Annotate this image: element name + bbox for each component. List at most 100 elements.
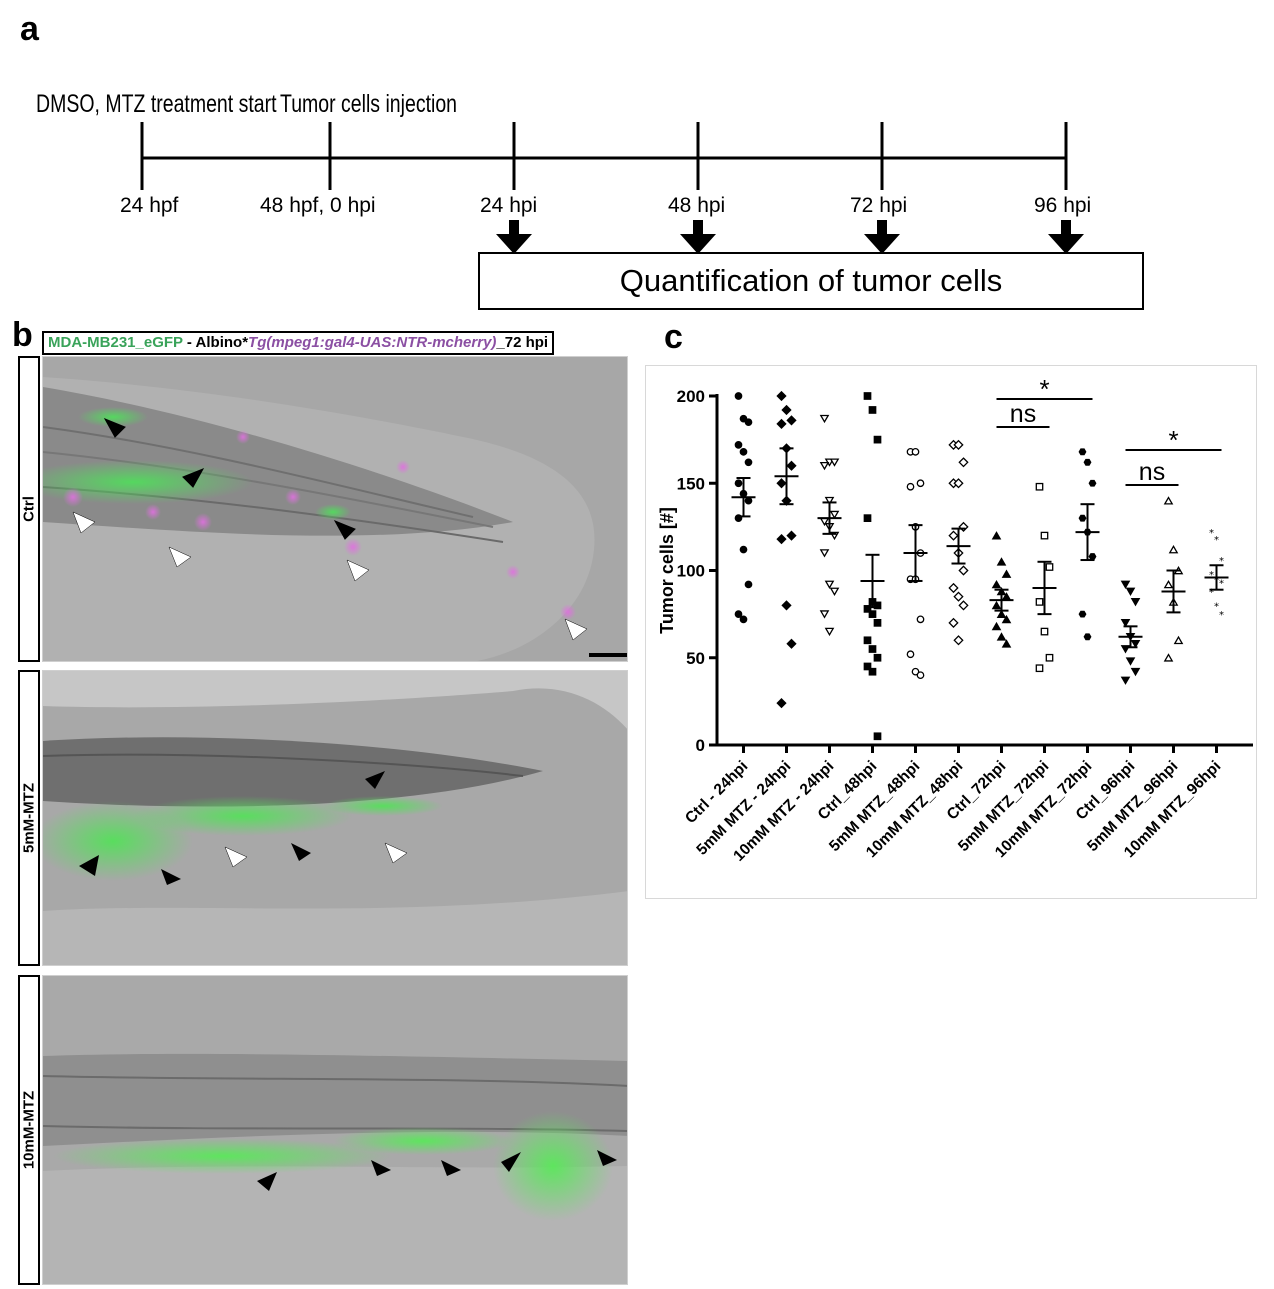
data-point — [996, 632, 1007, 641]
data-point — [786, 415, 797, 426]
data-point — [1040, 531, 1049, 540]
data-point — [916, 615, 925, 624]
data-point — [916, 671, 925, 680]
legend-transgene: Tg(mpeg1:gal4-UAS:NTR-mcherry) — [248, 334, 497, 351]
data-point — [744, 458, 753, 467]
data-point — [734, 392, 743, 400]
significance-label: ns — [1139, 458, 1165, 486]
data-point: * — [1219, 610, 1224, 621]
legend-strain: - Albino* — [182, 334, 249, 351]
data-point — [1168, 545, 1179, 554]
y-axis-label: Tumor cells [#] — [657, 507, 677, 634]
data-point — [1120, 676, 1131, 685]
time-point-5: 72 hpi — [850, 194, 908, 217]
time-point-3: 24 hpi — [480, 194, 538, 217]
data-point — [776, 533, 787, 545]
data-point — [1035, 598, 1044, 606]
data-point — [958, 521, 969, 532]
arrow-down-icon — [1048, 220, 1084, 254]
data-point: * — [1209, 528, 1214, 539]
data-point — [1163, 653, 1174, 662]
data-point — [786, 638, 797, 649]
data-point: * — [1219, 579, 1224, 590]
data-point — [916, 479, 925, 488]
data-point — [829, 510, 840, 520]
data-point — [786, 460, 797, 471]
data-point — [1040, 627, 1049, 636]
data-point — [911, 447, 920, 456]
data-point — [996, 557, 1007, 566]
data-point — [868, 645, 877, 653]
data-point — [1130, 598, 1141, 607]
timeline-label-treatment: DMSO, MTZ treatment start — [36, 90, 277, 118]
data-point — [873, 435, 882, 444]
data-point — [776, 478, 787, 489]
data-point — [734, 610, 743, 618]
data-point — [824, 627, 835, 637]
time-point-6: 96 hpi — [1034, 194, 1092, 217]
data-point — [781, 404, 792, 416]
data-point — [744, 580, 753, 589]
data-point — [863, 662, 872, 671]
data-point — [873, 732, 882, 741]
data-point — [863, 392, 872, 400]
significance-label: * — [1168, 425, 1178, 455]
data-point — [819, 461, 830, 471]
data-point — [1088, 479, 1097, 487]
y-tick-label: 50 — [686, 649, 705, 668]
arrow-down-icon — [496, 220, 532, 254]
data-point — [1163, 496, 1174, 505]
data-point — [948, 617, 959, 628]
timeline-label-injection: Tumor cells injection — [280, 90, 458, 118]
row-label-5mm-mtz: 5mM-MTZ — [18, 670, 40, 966]
panel-letter-a: a — [20, 10, 39, 48]
data-point — [868, 406, 877, 414]
y-tick-label: 150 — [677, 474, 705, 493]
row-label-ctrl: Ctrl — [18, 356, 40, 662]
data-point — [1088, 553, 1097, 560]
arrow-down-icon — [680, 220, 716, 254]
chart-frame — [645, 365, 1257, 899]
y-tick-label: 200 — [677, 387, 705, 406]
data-point — [958, 457, 969, 468]
data-point — [819, 610, 830, 619]
data-point — [1083, 633, 1092, 641]
data-point — [991, 579, 1002, 589]
data-point — [1001, 639, 1012, 648]
data-point — [1035, 664, 1044, 673]
panel-letter-b: b — [12, 316, 33, 354]
data-point — [819, 414, 830, 424]
data-point — [776, 698, 787, 709]
data-point — [1120, 618, 1131, 628]
data-point — [1001, 569, 1012, 578]
data-point — [868, 610, 877, 618]
data-point — [958, 565, 969, 576]
image-legend: MDA-MB231_eGFP - Albino*Tg(mpeg1:gal4-UA… — [42, 331, 555, 355]
data-point — [1001, 614, 1012, 624]
data-point — [1083, 458, 1092, 466]
data-point — [829, 458, 840, 467]
timeline-diagram — [140, 122, 1084, 254]
data-point — [1125, 657, 1136, 666]
arrow-down-icon — [864, 220, 900, 254]
data-point — [1045, 563, 1054, 571]
significance-label: ns — [1010, 400, 1036, 428]
data-point — [948, 530, 959, 541]
y-tick-label: 100 — [677, 562, 705, 581]
data-point — [744, 418, 753, 427]
data-point — [991, 600, 1002, 610]
data-point — [911, 667, 920, 676]
data-point — [739, 615, 748, 624]
data-point: * — [1219, 556, 1224, 567]
data-point — [1130, 639, 1141, 649]
data-point — [734, 441, 743, 449]
data-point — [776, 390, 787, 402]
data-point — [781, 600, 792, 611]
data-point — [991, 531, 1002, 540]
time-point-4: 48 hpi — [668, 194, 726, 217]
data-point — [739, 414, 748, 423]
data-point — [863, 636, 872, 645]
micrograph-5mm-mtz — [42, 670, 628, 966]
data-point — [1173, 635, 1184, 645]
quantification-box: Quantification of tumor cells — [478, 252, 1144, 310]
